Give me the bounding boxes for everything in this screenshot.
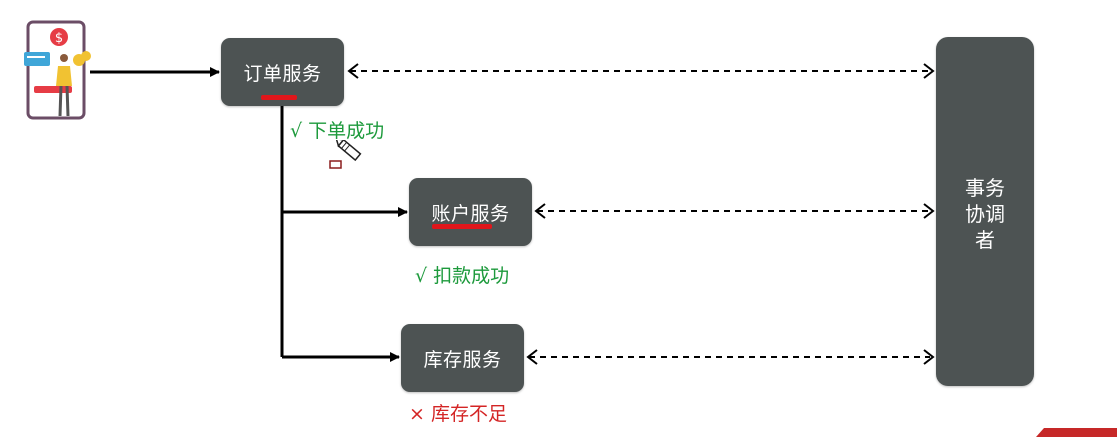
account-status-text: √ 扣款成功 [415,265,510,287]
dashed-link-inventory-coordinator [526,349,935,365]
pen-cursor-icon [329,140,362,169]
account-service-highlight [432,224,492,229]
coordinator-label: 事务 协调 者 [965,176,1005,252]
order-service-label: 订单服务 [243,62,322,85]
dashed-link-order-coordinator [347,63,935,79]
corner-accent-icon [1036,428,1117,437]
dashed-link-account-coordinator [534,203,935,219]
account-service-label: 账户服务 [431,202,510,225]
order-service-node: 订单服务 [221,38,344,106]
order-status-text: √ 下单成功 [290,120,385,142]
svg-text:$: $ [55,31,63,46]
inventory-status-text: × 库存不足 [409,403,507,425]
inventory-service-node: 库存服务 [401,324,524,392]
transaction-coordinator-node: 事务 协调 者 [936,37,1034,386]
order-service-highlight [261,95,297,100]
inventory-service-label: 库存服务 [423,348,502,371]
user-payment-icon: $ [24,20,91,120]
account-service-node: 账户服务 [409,178,532,246]
